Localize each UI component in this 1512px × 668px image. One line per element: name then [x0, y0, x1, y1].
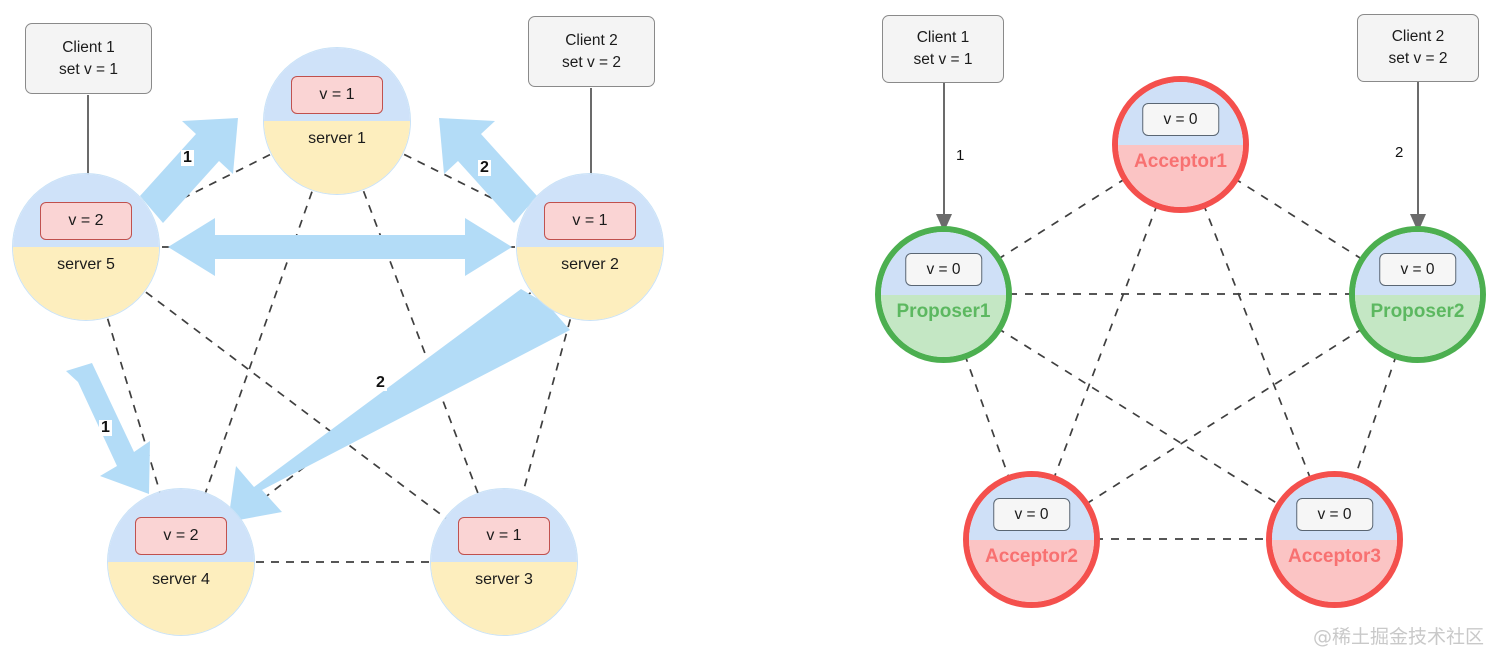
node-server-4[interactable]: v = 2 server 4 — [107, 488, 255, 636]
server-1-bottom-half — [264, 121, 410, 194]
server-4-value-badge: v = 2 — [135, 516, 227, 555]
client-2-line-1: Client 2 — [565, 31, 618, 49]
proposer-1-label: Proposer1 — [896, 300, 991, 322]
acceptor-3-label: Acceptor3 — [1288, 545, 1381, 567]
node-proposer-1[interactable]: v = 0 Proposer1 — [875, 226, 1012, 363]
flow-label-5-to-1: 1 — [181, 149, 194, 166]
server-2-value-badge: v = 1 — [544, 201, 636, 240]
flow-arrow-5-to-1 — [140, 118, 238, 223]
proposer-1-value-badge: v = 0 — [904, 253, 983, 286]
left-diagram-replicated-servers: Client 1 set v = 1 Client 2 set v = 2 v … — [12, 16, 664, 636]
proposer-2-value-badge: v = 0 — [1378, 253, 1457, 286]
paxos-client-2-arrow-label: 2 — [1395, 144, 1404, 161]
server-3-value-badge: v = 1 — [458, 516, 550, 555]
acceptor-2-bottom-half — [969, 539, 1094, 602]
paxos-client-1-line-2: set v = 1 — [913, 51, 973, 68]
node-acceptor-3[interactable]: v = 0 Acceptor3 — [1266, 471, 1403, 608]
server-4-label: server 4 — [152, 570, 210, 588]
client-box-1[interactable]: Client 1 set v = 1 — [25, 23, 152, 94]
node-proposer-2[interactable]: v = 0 Proposer2 — [1349, 226, 1486, 363]
flow-label-2-to-1: 2 — [478, 159, 491, 176]
proposer-2-label: Proposer2 — [1370, 300, 1465, 322]
flow-label-2-to-4: 2 — [374, 374, 387, 391]
acceptor-3-bottom-half — [1272, 539, 1397, 602]
server-3-label: server 3 — [475, 570, 533, 588]
server-3-bottom-half — [431, 562, 577, 635]
client-box-2[interactable]: Client 2 set v = 2 — [528, 16, 655, 87]
acceptor-1-bottom-half — [1118, 144, 1243, 207]
paxos-client-box-2[interactable]: Client 2 set v = 2 — [1357, 14, 1479, 82]
flow-label-5-to-4: 1 — [99, 419, 112, 436]
paxos-client-box-1[interactable]: Client 1 set v = 1 — [882, 15, 1004, 83]
server-5-label: server 5 — [57, 255, 115, 273]
server-4-bottom-half — [108, 562, 254, 635]
server-1-label: server 1 — [308, 129, 366, 147]
node-server-1[interactable]: v = 1 server 1 — [263, 47, 411, 195]
acceptor-3-value-badge: v = 0 — [1295, 498, 1374, 531]
paxos-client-2-line-1: Client 2 — [1391, 28, 1445, 45]
client-1-line-2: set v = 1 — [58, 60, 119, 78]
paxos-client-connectors — [936, 82, 1426, 232]
paxos-client-2-line-2: set v = 2 — [1388, 50, 1448, 67]
node-server-2[interactable]: v = 1 server 2 — [516, 173, 664, 321]
proposer-1-bottom-half — [881, 294, 1006, 357]
acceptor-2-value-badge: v = 0 — [992, 498, 1071, 531]
acceptor-2-label: Acceptor2 — [985, 545, 1078, 567]
server-5-value-badge: v = 2 — [40, 201, 132, 240]
node-server-3[interactable]: v = 1 server 3 — [430, 488, 578, 636]
server-5-bottom-half — [13, 247, 159, 320]
node-acceptor-1[interactable]: v = 0 Acceptor1 — [1112, 76, 1249, 213]
paxos-client-1-arrow-label: 1 — [956, 147, 965, 164]
acceptor-1-value-badge: v = 0 — [1141, 103, 1220, 136]
server-2-bottom-half — [517, 247, 663, 320]
client-1-line-1: Client 1 — [62, 38, 115, 56]
paxos-client-1-line-1: Client 1 — [916, 29, 970, 46]
server-1-value-badge: v = 1 — [291, 75, 383, 114]
server-2-label: server 2 — [561, 255, 619, 273]
acceptor-1-label: Acceptor1 — [1134, 150, 1227, 172]
watermark-text: @稀土掘金技术社区 — [1313, 626, 1485, 648]
flow-arrow-2-to-4 — [228, 289, 570, 522]
right-diagram-paxos: Client 1 set v = 1 Client 2 set v = 2 1 … — [760, 0, 1512, 668]
node-acceptor-2[interactable]: v = 0 Acceptor2 — [963, 471, 1100, 608]
client-2-line-2: set v = 2 — [561, 53, 622, 71]
proposer-2-bottom-half — [1355, 294, 1480, 357]
node-server-5[interactable]: v = 2 server 5 — [12, 173, 160, 321]
flow-arrow-5-2-bidirectional — [168, 218, 512, 276]
